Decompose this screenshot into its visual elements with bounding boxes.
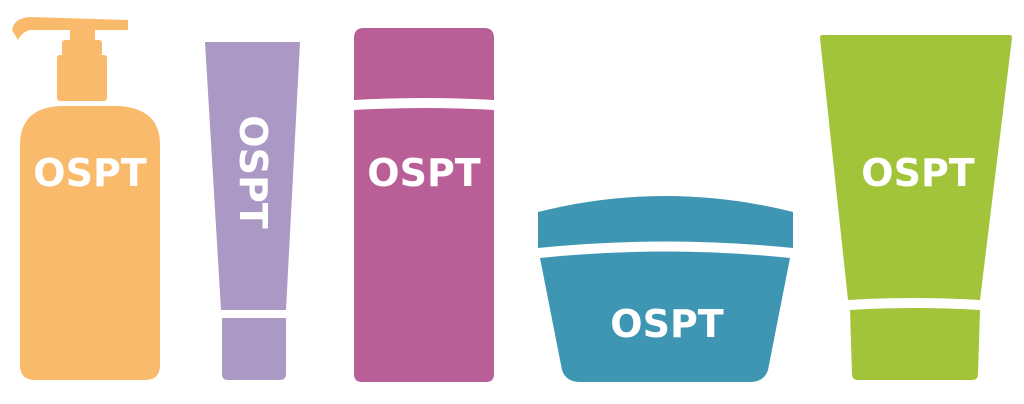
squeeze-tube: OSPT [820, 35, 1012, 380]
product-label: OSPT [231, 115, 275, 229]
cream-jar: OSPT [538, 196, 793, 382]
bottle-body [20, 106, 160, 380]
jar-lid [538, 196, 793, 248]
slim-tube: OSPT [205, 42, 300, 380]
product-label: OSPT [367, 151, 481, 195]
product-label: OSPT [33, 151, 147, 195]
jar-body [540, 251, 790, 382]
tube-body [820, 35, 1012, 300]
tube-body [205, 42, 300, 310]
product-label: OSPT [861, 151, 975, 195]
product-label: OSPT [610, 302, 724, 346]
pump-head [62, 40, 102, 56]
pump-neck [57, 55, 107, 101]
bottle-body [354, 108, 494, 382]
pump-bottle: OSPT [12, 17, 160, 380]
bottle-cap [354, 28, 494, 100]
pump-nozzle [12, 17, 128, 42]
tube-cap [222, 318, 286, 380]
tube-cap [850, 308, 980, 380]
cylinder-bottle: OSPT [354, 28, 494, 382]
